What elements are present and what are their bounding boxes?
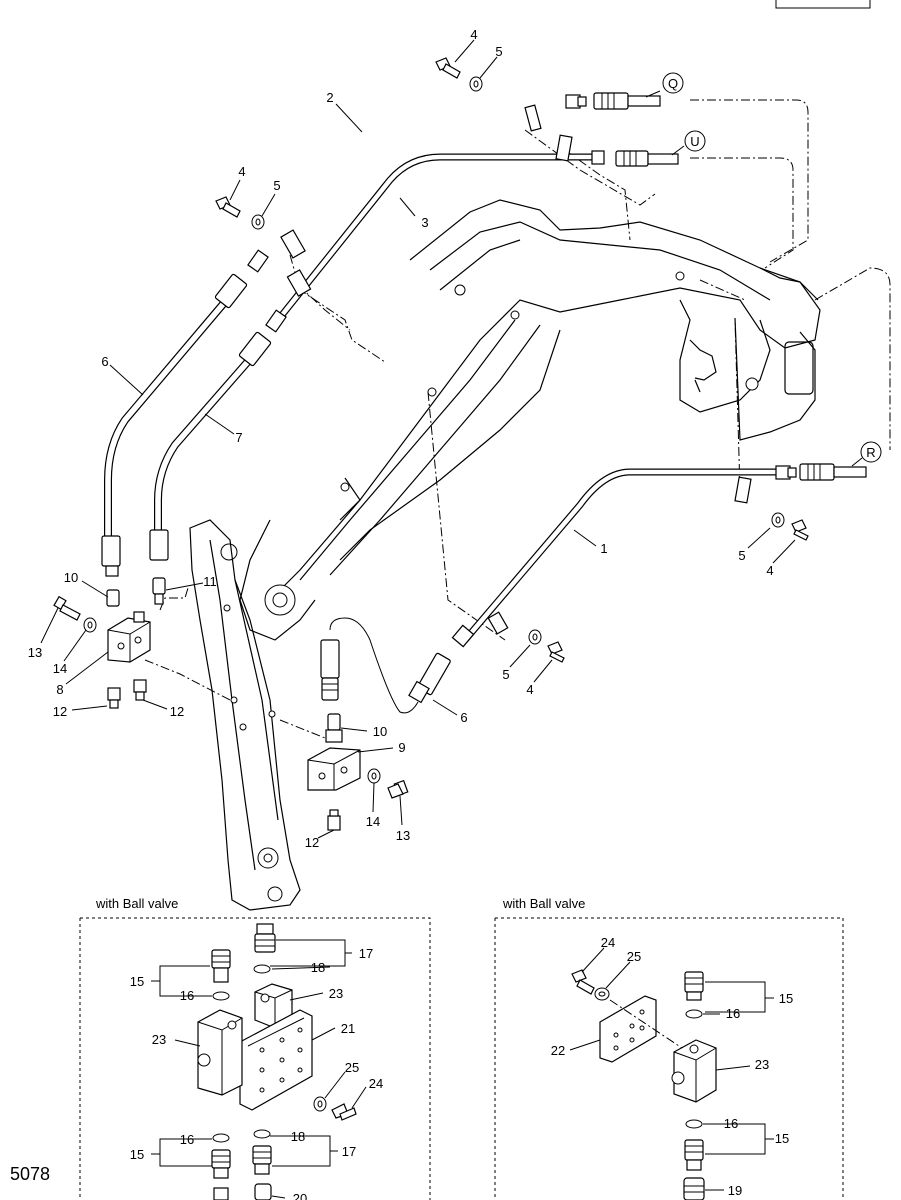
callout-13-left: 13 bbox=[28, 645, 42, 660]
hose-end-r bbox=[799, 463, 867, 481]
callout-10-left: 10 bbox=[64, 570, 78, 585]
callout-5-right: 5 bbox=[738, 548, 745, 563]
inset-right-label-24: 24 bbox=[601, 935, 615, 950]
inset-right-ball-valve: with Ball valve bbox=[494, 896, 844, 1200]
callout-11: 11 bbox=[203, 574, 217, 589]
callout-4-top: 4 bbox=[470, 27, 477, 42]
callout-6-right: 6 bbox=[460, 710, 467, 725]
callout-4-left: 4 bbox=[238, 164, 245, 179]
inset-right-label-23: 23 bbox=[755, 1057, 769, 1072]
dashed-leaders bbox=[144, 99, 891, 741]
inset-left-label-17a: 17 bbox=[359, 946, 373, 961]
pipe-3 bbox=[265, 134, 605, 333]
inset-left-label-15b: 15 bbox=[130, 1147, 144, 1162]
hose-6-right bbox=[320, 617, 451, 714]
inset-right-title: with Ball valve bbox=[502, 896, 585, 911]
callout-14-mid: 14 bbox=[366, 814, 380, 829]
callout-14-left: 14 bbox=[53, 661, 67, 676]
inset-right-label-19: 19 bbox=[728, 1183, 742, 1198]
pipe-1 bbox=[451, 465, 797, 648]
callout-8: 8 bbox=[56, 682, 63, 697]
callout-12-mid: 12 bbox=[305, 835, 319, 850]
hose-end-q bbox=[593, 92, 661, 110]
callout-6-left: 6 bbox=[101, 354, 108, 369]
inset-left-label-15a: 15 bbox=[130, 974, 144, 989]
pipe-2 bbox=[247, 94, 587, 273]
connection-marker-q bbox=[662, 72, 684, 94]
inset-right-label-15b: 15 bbox=[775, 1131, 789, 1146]
boom-assembly bbox=[220, 199, 821, 641]
callout-4-right: 4 bbox=[766, 563, 773, 578]
inset-left-label-23a: 23 bbox=[329, 986, 343, 1001]
callout-r: R bbox=[866, 445, 875, 460]
callout-3: 3 bbox=[421, 215, 428, 230]
callout-1: 1 bbox=[600, 541, 607, 556]
inset-left-label-25: 25 bbox=[345, 1060, 359, 1075]
bolts-top bbox=[215, 57, 809, 663]
inset-left-label-16b: 16 bbox=[180, 1132, 194, 1147]
callout-u: U bbox=[690, 134, 699, 149]
inset-left-label-24: 24 bbox=[369, 1076, 383, 1091]
inset-left-label-18a: 18 bbox=[311, 960, 325, 975]
hose-6-left bbox=[101, 273, 248, 577]
connection-marker-u bbox=[684, 130, 706, 152]
connection-marker-r bbox=[860, 441, 882, 463]
callout-10-mid: 10 bbox=[373, 724, 387, 739]
inset-left-title: with Ball valve bbox=[95, 896, 178, 911]
callout-12-left-b: 12 bbox=[170, 704, 184, 719]
inset-left-label-20: 20 bbox=[293, 1191, 307, 1200]
inset-right-label-25: 25 bbox=[627, 949, 641, 964]
inset-right-label-15a: 15 bbox=[779, 991, 793, 1006]
clamp-block-8 bbox=[53, 595, 151, 709]
inset-right-label-16a: 16 bbox=[726, 1006, 740, 1021]
inset-right-label-16b: 16 bbox=[724, 1116, 738, 1131]
callout-12-left-a: 12 bbox=[53, 704, 67, 719]
callout-5-left: 5 bbox=[273, 178, 280, 193]
callout-4-mid: 4 bbox=[526, 682, 533, 697]
page-number: 5078 bbox=[10, 1164, 50, 1184]
inset-left-label-16a: 16 bbox=[180, 988, 194, 1003]
callout-13-mid: 13 bbox=[396, 828, 410, 843]
callout-labels: 1 2 3 4 5 4 5 6 7 5 4 5 4 6 10 11 13 14 … bbox=[28, 27, 882, 850]
corner-tag-box bbox=[775, 0, 871, 9]
callout-leaders bbox=[40, 39, 863, 839]
inset-left-label-18b: 18 bbox=[291, 1129, 305, 1144]
clamp-block-9 bbox=[307, 713, 409, 831]
callout-5-mid: 5 bbox=[502, 667, 509, 682]
inset-right-label-22: 22 bbox=[551, 1043, 565, 1058]
callout-q: Q bbox=[668, 76, 678, 91]
hose-7 bbox=[149, 331, 272, 561]
callout-7: 7 bbox=[235, 430, 242, 445]
callout-5-top: 5 bbox=[495, 44, 502, 59]
inset-left-label-23b: 23 bbox=[152, 1032, 166, 1047]
arm-assembly bbox=[189, 519, 301, 911]
hose-end-u bbox=[615, 150, 679, 167]
callout-2: 2 bbox=[326, 90, 333, 105]
fittings-left bbox=[106, 577, 166, 607]
callout-9: 9 bbox=[398, 740, 405, 755]
inset-left-label-21: 21 bbox=[341, 1021, 355, 1036]
inset-left-ball-valve: with Ball valve bbox=[79, 896, 431, 1200]
inset-left-label-17b: 17 bbox=[342, 1144, 356, 1159]
